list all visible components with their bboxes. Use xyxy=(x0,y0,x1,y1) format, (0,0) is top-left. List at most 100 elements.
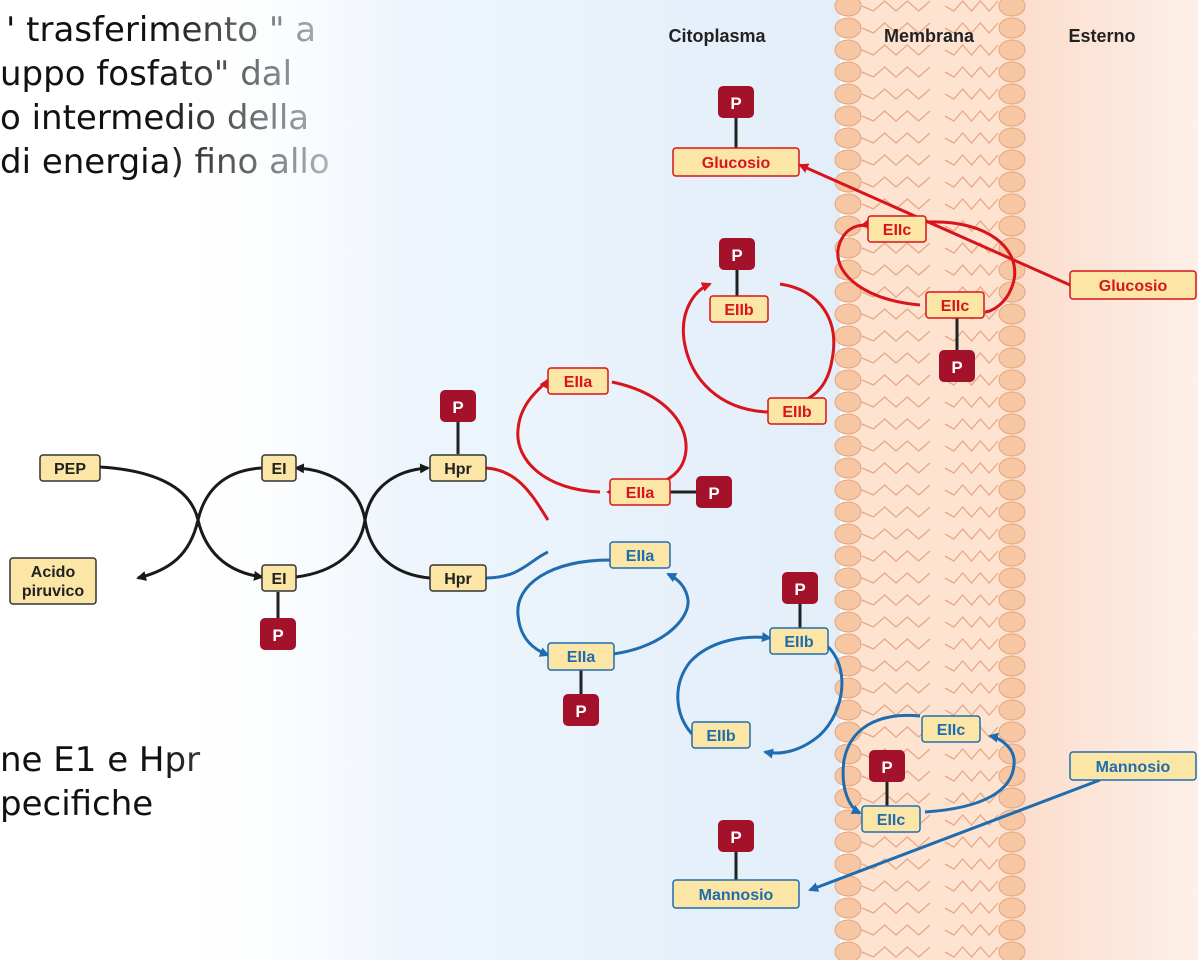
eiic-man-loop-left-arrow xyxy=(841,713,921,815)
phosphate-eiia-glc: P xyxy=(696,476,732,508)
hpr-to-eiia-man-arrow xyxy=(485,550,549,580)
lipid-head xyxy=(998,831,1026,853)
lipid-tail xyxy=(861,176,931,188)
lipid-head xyxy=(834,281,862,303)
lipid-tail xyxy=(861,110,931,122)
lipid-head xyxy=(834,105,862,127)
lipid-tail xyxy=(861,550,931,562)
svg-text:P: P xyxy=(708,484,719,503)
lipid-head xyxy=(998,523,1026,545)
lipid-tail xyxy=(944,616,999,628)
lipid-tail xyxy=(944,638,999,650)
lipid-tail xyxy=(944,22,999,34)
lipid-head xyxy=(834,589,862,611)
lipid-head xyxy=(834,523,862,545)
svg-text:EIIa: EIIa xyxy=(567,649,596,666)
exterior-background xyxy=(1012,0,1198,960)
lipid-head xyxy=(834,83,862,105)
lipid-tail xyxy=(861,418,931,430)
mannose-box-cytoplasm: Mannosio xyxy=(672,879,800,909)
lipid-tail xyxy=(944,528,999,540)
eiic-man-loop-right-arrow xyxy=(924,732,1016,814)
phosphate-eiic-glc: P xyxy=(939,350,975,382)
svg-text:P: P xyxy=(951,358,962,377)
lipid-tail xyxy=(861,902,931,914)
lipid-tail xyxy=(861,132,931,144)
lipid-tail xyxy=(861,22,931,34)
svg-text:EIIc: EIIc xyxy=(937,722,966,739)
pep-box: PEP xyxy=(39,454,101,482)
eiic-man-box-bottom: EIIc xyxy=(861,805,921,833)
lipid-tail xyxy=(861,594,931,606)
lipid-tail xyxy=(861,242,931,254)
svg-text:EIIb: EIIb xyxy=(724,302,754,319)
svg-text:P: P xyxy=(575,702,586,721)
lipid-head xyxy=(998,83,1026,105)
lipid-tail xyxy=(861,66,931,78)
lipid-tail xyxy=(944,660,999,672)
svg-text:EI: EI xyxy=(271,461,286,478)
eiia-man-box-bottom: EIIa xyxy=(547,642,615,671)
lipid-tail xyxy=(944,836,999,848)
lipid-head xyxy=(998,303,1026,325)
lipid-tail xyxy=(861,682,931,694)
svg-text:EIIa: EIIa xyxy=(564,374,593,391)
core-pathway xyxy=(99,463,431,581)
lipid-head xyxy=(998,413,1026,435)
lipid-tail xyxy=(861,660,931,672)
lipid-head xyxy=(998,853,1026,875)
lipid-tail xyxy=(861,946,931,958)
mannose-import-arrow xyxy=(808,778,1101,892)
lipid-tail xyxy=(944,0,999,12)
lipid-tail xyxy=(861,484,931,496)
eiic-loop-right-arrow xyxy=(927,220,1017,314)
eiib-man-box-top: EIIb xyxy=(769,627,829,655)
lipid-head xyxy=(834,677,862,699)
lipid-head xyxy=(998,875,1026,897)
lipid-head xyxy=(998,941,1026,960)
svg-text:P: P xyxy=(731,246,742,265)
svg-text:EI: EI xyxy=(271,571,286,588)
lipid-head xyxy=(834,61,862,83)
lipid-head xyxy=(834,633,862,655)
lipid-tail xyxy=(944,682,999,694)
phosphate-ei: P xyxy=(260,618,296,650)
lipid-tail xyxy=(944,396,999,408)
eiib-glc-box-bottom: EIIb xyxy=(767,397,827,425)
eiic-glc-box-top: EIIc xyxy=(867,215,927,243)
hpr-to-eiia-glc-arrow xyxy=(485,466,550,521)
svg-text:piruvico: piruvico xyxy=(22,583,84,600)
phosphate-hpr: P xyxy=(440,390,476,422)
phosphate-eiia-man: P xyxy=(563,694,599,726)
lipid-head xyxy=(998,721,1026,743)
svg-text:Acido: Acido xyxy=(31,564,76,581)
pyruvic-acid-box: Acido piruvico xyxy=(9,557,97,605)
svg-text:EIIb: EIIb xyxy=(782,404,812,421)
lipid-tail xyxy=(944,550,999,562)
lipid-head xyxy=(834,941,862,960)
eiia-glc-box-bottom: EIIa xyxy=(609,478,671,506)
lipid-tail xyxy=(944,220,999,232)
lipid-head xyxy=(834,567,862,589)
lipid-head xyxy=(834,127,862,149)
lipid-tail xyxy=(944,902,999,914)
eiib-glc-box-top: EIIb xyxy=(709,295,769,323)
lipid-tail xyxy=(944,88,999,100)
eiia-man-box-top: EIIa xyxy=(609,541,671,569)
eiia-man-loop-right-arrow xyxy=(604,572,690,657)
lipid-head xyxy=(998,589,1026,611)
molecule-boxes: PEP Acido piruvico EI EI Hpr Hpr xyxy=(9,147,1197,909)
phosphate-eiib-man: P xyxy=(782,572,818,604)
lipid-head xyxy=(998,457,1026,479)
lipid-tail xyxy=(861,286,931,298)
lipid-head xyxy=(998,17,1026,39)
lipid-tail xyxy=(944,154,999,166)
svg-text:P: P xyxy=(881,758,892,777)
eiib-loop-left-arrow xyxy=(681,282,769,414)
ei-box-bottom: EI xyxy=(261,564,297,592)
lipid-head xyxy=(834,809,862,831)
lipid-head xyxy=(998,149,1026,171)
lipid-head xyxy=(834,919,862,941)
svg-text:P: P xyxy=(794,580,805,599)
